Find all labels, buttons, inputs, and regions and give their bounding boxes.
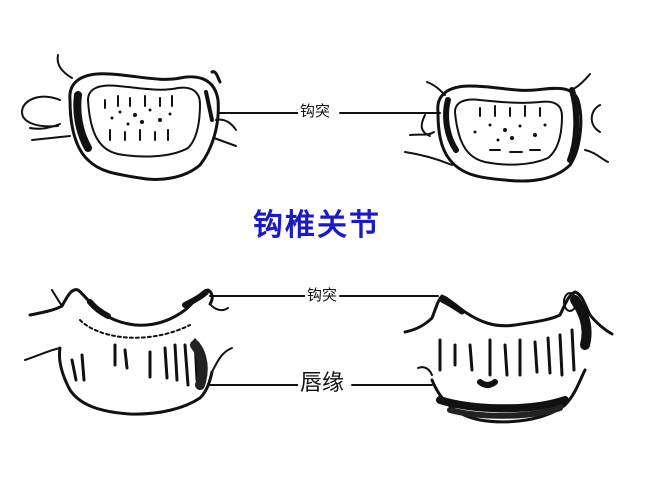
top-right-vertebra	[404, 73, 609, 183]
bottom-right-vertebra	[403, 290, 614, 424]
lip-margin-label: 唇缘	[298, 371, 347, 396]
uncinate-process-label-top: 钩突	[298, 102, 333, 120]
leader-lines	[207, 112, 441, 386]
top-left-vertebra	[21, 54, 237, 181]
bottom-left-vertebra	[24, 288, 233, 416]
uncinate-process-label-bottom: 钩突	[305, 286, 340, 304]
diagram-title: 钩椎关节	[253, 208, 381, 243]
